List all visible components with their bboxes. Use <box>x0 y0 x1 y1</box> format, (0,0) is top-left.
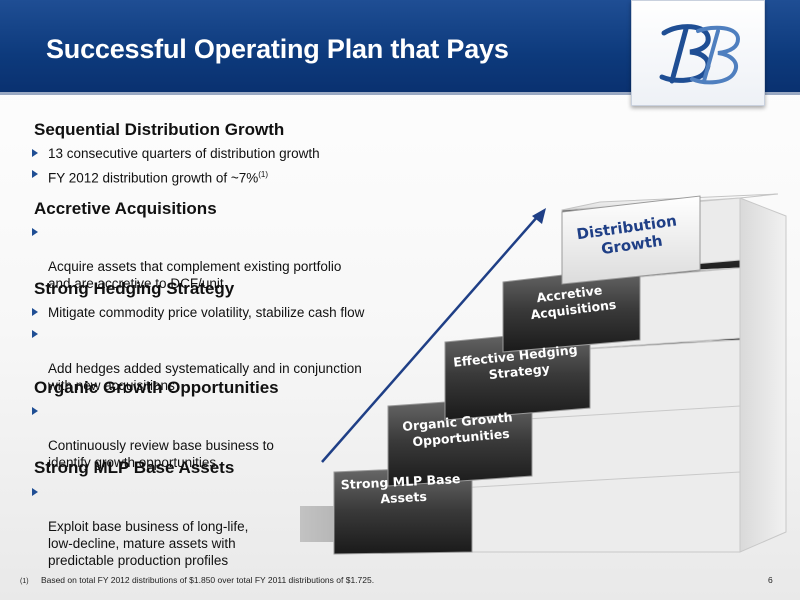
bullet-text: Mitigate commodity price volatility, sta… <box>48 305 365 320</box>
bullet-arrow-icon <box>32 149 38 157</box>
step-label-1: Strong MLP Base Assets <box>340 471 466 508</box>
footnote-text: Based on total FY 2012 distributions of … <box>40 575 375 585</box>
bullet-item: 13 consecutive quarters of distribution … <box>32 145 320 162</box>
bullet-arrow-icon <box>32 330 38 338</box>
bullet-text: Continuously review base business to ide… <box>48 438 274 470</box>
bullet-item: Exploit base business of long-life, low-… <box>32 484 248 586</box>
bullet-arrow-icon <box>32 228 38 236</box>
bullet-item: Acquire assets that complement existing … <box>32 224 341 309</box>
bb-monogram-logo-icon <box>659 24 741 85</box>
bullet-text: Add hedges added systematically and in c… <box>48 361 362 393</box>
bullet-text-main: FY 2012 distribution growth of ~7% <box>48 170 259 186</box>
bullet-item: Continuously review base business to ide… <box>32 403 274 488</box>
stair-base-ramp <box>300 506 334 542</box>
stair-label-faces <box>333 195 701 555</box>
stair-side-wall <box>739 197 787 553</box>
section-title-organic-growth: Organic Growth Opportunities <box>34 378 279 397</box>
growth-arrow <box>321 208 546 463</box>
bullet-arrow-icon <box>32 407 38 415</box>
logo <box>631 0 765 106</box>
bullet-arrow-icon <box>32 308 38 316</box>
bullet-text: FY 2012 distribution growth of ~7%(1) <box>48 166 268 187</box>
bullet-arrow-icon <box>32 170 38 178</box>
section-title-accretive-acquisitions: Accretive Acquisitions <box>34 199 217 218</box>
bullet-arrow-icon <box>32 488 38 496</box>
bullet-text: 13 consecutive quarters of distribution … <box>48 146 320 161</box>
footnote-ref: (1) <box>258 170 269 179</box>
section-title-mlp-base-assets: Strong MLP Base Assets <box>34 458 235 477</box>
step-face-5 <box>561 195 701 285</box>
bullet-item: Mitigate commodity price volatility, sta… <box>32 304 364 321</box>
footnote: (1) Based on total FY 2012 distributions… <box>20 575 374 585</box>
bullet-text: Acquire assets that complement existing … <box>48 259 342 291</box>
section-title-distribution-growth: Sequential Distribution Growth <box>34 120 285 139</box>
bullet-item: FY 2012 distribution growth of ~7%(1) <box>32 166 268 187</box>
bullet-item: Add hedges added systematically and in c… <box>32 326 362 411</box>
page-title: Successful Operating Plan that Pays <box>46 34 509 64</box>
staircase-diagram: Strong MLP Base Assets Organic Growth Op… <box>300 193 787 555</box>
footnote-marker: (1) <box>20 578 29 585</box>
bullet-text: Exploit base business of long-life, low-… <box>48 519 249 568</box>
section-title-hedging-strategy: Strong Hedging Strategy <box>34 279 235 298</box>
page-number: 6 <box>768 575 773 585</box>
